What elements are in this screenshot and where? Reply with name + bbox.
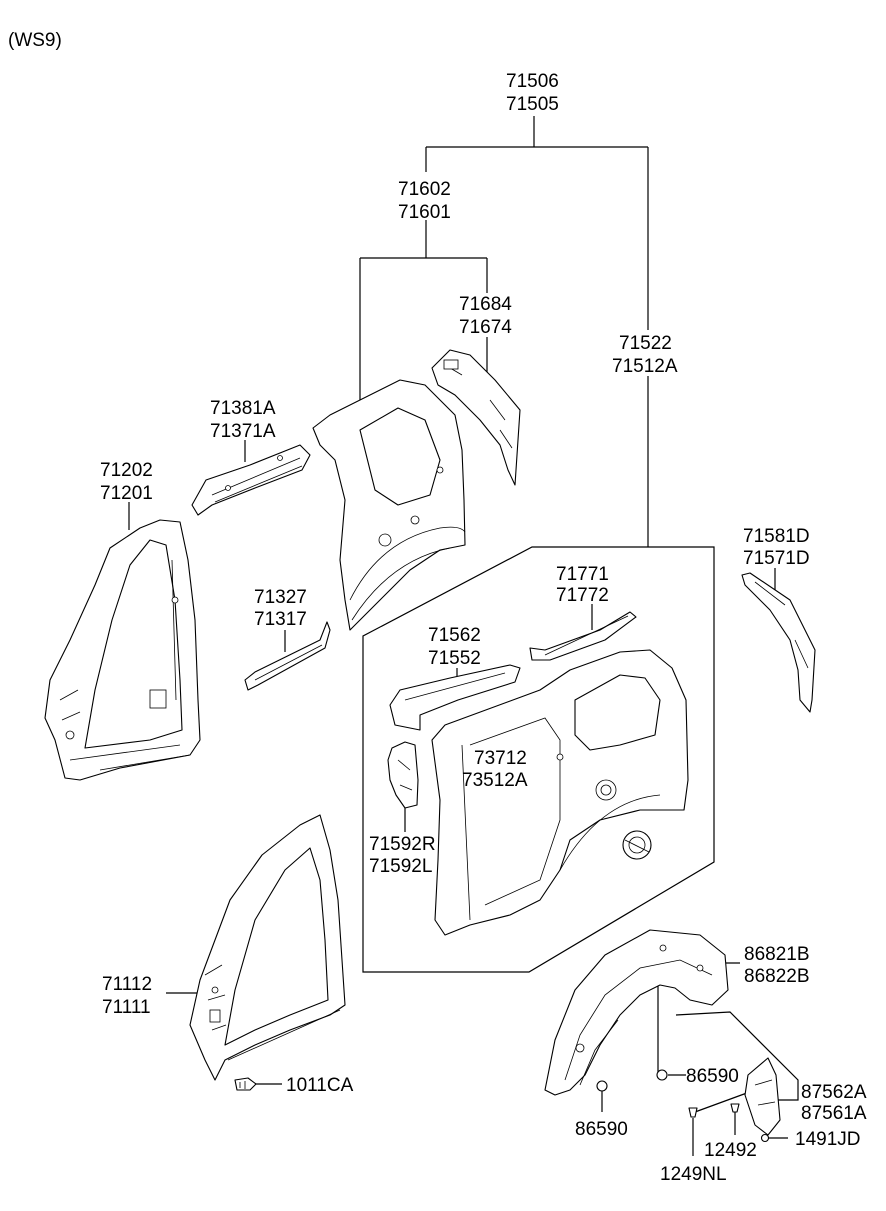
callout-roof-rail-rear-1: 71771 — [556, 564, 609, 585]
callout-rear-pillar-trim-1: 71581D — [743, 526, 810, 547]
roof-rail-rear-part — [529, 611, 637, 661]
center-pillar-bracket-part — [387, 741, 419, 809]
callout-wheel-guard-1: 86821B — [744, 944, 810, 965]
screw-a-part — [730, 1103, 740, 1113]
callout-roof-rail-rear-2: 71772 — [556, 585, 609, 606]
callout-sill-reinforcement-2: 71317 — [254, 609, 307, 630]
callout-bolt: 1011CA — [286, 1075, 354, 1096]
clip-upper-part — [656, 1069, 668, 1081]
callout-outer-panel-2: 71512A — [612, 356, 678, 377]
callout-front-pillar-inner-2: 71201 — [100, 483, 153, 504]
callout-roof-rail-front-2: 71371A — [210, 421, 276, 442]
callout-center-pillar-bracket-1: 71592R — [369, 834, 436, 855]
fuel-filler-housing-part — [622, 830, 652, 860]
rear-pillar-trim-part — [741, 572, 816, 713]
callout-rail-bracket-2: 71552 — [428, 648, 481, 669]
callout-screw-b: 1491JD — [795, 1129, 861, 1150]
callout-top-assembly-1: 71506 — [506, 71, 559, 92]
callout-wheel-guard-2: 86822B — [744, 966, 810, 987]
callout-front-pillar-inner-1: 71202 — [100, 460, 153, 481]
callout-rear-pillar-trim-2: 71571D — [743, 548, 810, 569]
rail-bracket-part — [389, 664, 521, 731]
bolt-part — [234, 1077, 257, 1091]
reinforcement-upper-part — [431, 349, 521, 486]
clip-lower-part — [596, 1080, 608, 1092]
callout-screw-c: 1249NL — [660, 1164, 727, 1185]
callout-clip-upper: 86590 — [686, 1066, 739, 1087]
callout-screw-a: 12492 — [704, 1140, 757, 1161]
front-pillar-inner-part — [44, 519, 201, 781]
callout-mud-guard-1: 87562A — [801, 1082, 867, 1103]
callout-fuel-door-housing-2: 73512A — [462, 770, 528, 791]
screw-c-part — [688, 1107, 698, 1118]
callout-outer-panel-1: 71522 — [619, 333, 672, 354]
callout-inner-panel-1: 71602 — [398, 179, 451, 200]
sill-reinforcement-part — [244, 621, 331, 691]
mud-guard-part — [744, 1057, 781, 1136]
callout-center-pillar-bracket-2: 71592L — [369, 856, 432, 877]
callout-front-pillar-outer-1: 71112 — [102, 974, 152, 995]
callout-labels: 71506 71505 71602 71601 71684 71674 7152… — [100, 71, 867, 1185]
screw-b-part — [760, 1133, 770, 1143]
callout-reinforcement-1: 71684 — [459, 294, 512, 315]
outer-quarter-panel-part — [431, 649, 689, 936]
callout-front-pillar-outer-2: 71111 — [102, 997, 151, 1018]
callout-reinforcement-2: 71674 — [459, 317, 512, 338]
model-code: (WS9) — [8, 30, 62, 51]
callout-mud-guard-2: 87561A — [801, 1103, 867, 1124]
callout-fuel-door-housing-1: 73712 — [474, 748, 527, 769]
callout-inner-panel-2: 71601 — [398, 202, 451, 223]
wheel-guard-part — [544, 929, 729, 1096]
callout-roof-rail-front-1: 71381A — [210, 398, 276, 419]
front-pillar-outer-part — [189, 814, 346, 1081]
callout-clip-lower: 86590 — [575, 1119, 628, 1140]
callout-top-assembly-2: 71505 — [506, 94, 559, 115]
callout-rail-bracket-1: 71562 — [428, 625, 481, 646]
roof-rail-front-part — [191, 444, 311, 516]
callout-sill-reinforcement-1: 71327 — [254, 587, 307, 608]
inner-quarter-panel-part — [312, 379, 466, 631]
